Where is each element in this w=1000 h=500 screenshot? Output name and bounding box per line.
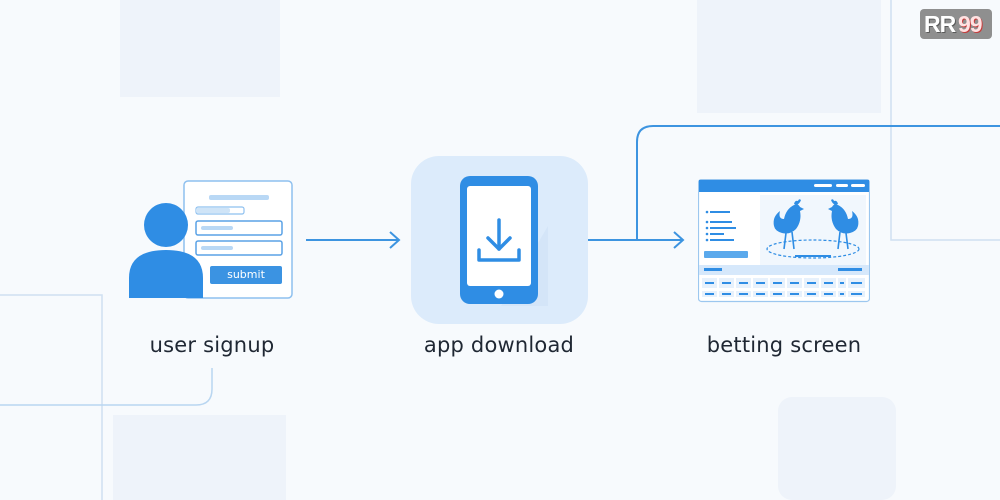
branch-line	[636, 125, 1000, 240]
signup-illustration	[129, 180, 293, 299]
submit-button-shape	[210, 266, 282, 284]
rooster-right	[828, 199, 859, 250]
step-user-signup: submit	[128, 180, 298, 304]
logo-text: RR	[924, 11, 956, 37]
download-icon	[477, 218, 521, 262]
step-label-betting-screen: betting screen	[706, 333, 862, 357]
form-field	[195, 220, 283, 236]
brand-logo: RR 99	[920, 9, 992, 39]
user-avatar-body	[129, 250, 203, 298]
step-app-download	[411, 156, 588, 324]
form-field	[195, 240, 283, 256]
user-avatar-head	[144, 203, 188, 247]
step-label-user-signup: user signup	[149, 333, 275, 357]
background-tile	[697, 0, 881, 113]
background-tile	[113, 415, 286, 500]
app-download-illustration	[411, 156, 588, 324]
submit-button-label: submit	[227, 268, 265, 281]
step-label-app-download: app download	[423, 333, 575, 357]
background-tile	[120, 0, 280, 97]
rooster-left	[773, 199, 804, 250]
background-tile	[778, 397, 896, 500]
arrow-signup-to-download	[306, 231, 401, 249]
arrow-download-to-betting	[588, 231, 685, 249]
betting-screen-illustration	[698, 179, 870, 303]
bet-grid	[702, 278, 865, 297]
logo-number: 99	[958, 11, 983, 37]
screen-header-bar	[699, 180, 869, 192]
step-betting-screen	[698, 179, 870, 303]
